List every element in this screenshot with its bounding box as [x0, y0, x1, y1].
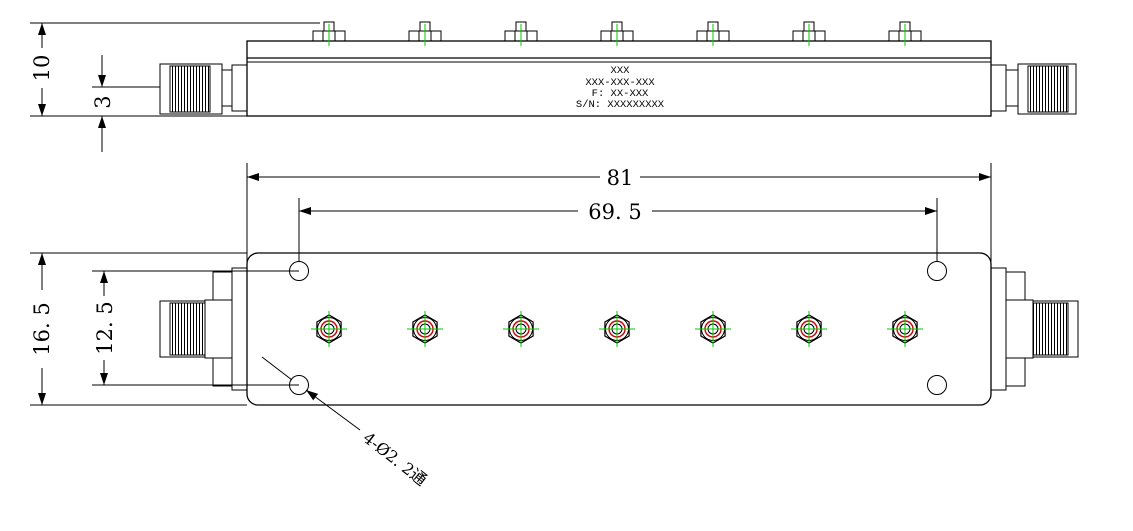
hole-callout-text: 4-Ø2. 2通: [360, 428, 431, 489]
tuning-screw-hex-nut: [311, 311, 347, 347]
label-line-4: S/N: XXXXXXXXX: [576, 99, 665, 111]
label-line-3: F: XX-XXX: [592, 88, 649, 100]
dimension-overall-width-text: 16. 5: [30, 302, 54, 355]
side-tuning-screw: [312, 21, 346, 46]
right-connector-top: [990, 267, 1079, 391]
side-tuning-screws: [312, 21, 922, 46]
dimension-connector-offset: 3: [91, 55, 160, 152]
tuning-screw-hex-nut: [503, 311, 539, 347]
dimension-connector-offset-text: 3: [91, 95, 115, 108]
top-view: 81 69. 5: [30, 163, 1079, 489]
dimension-hole-length-text: 69. 5: [588, 200, 641, 224]
label-line-2: XXX-XXX-XXX: [585, 77, 655, 89]
hole-callout: 4-Ø2. 2通: [261, 356, 431, 489]
side-view: XXX XXX-XXX-XXX F: XX-XXX S/N: XXXXXXXXX…: [30, 21, 1077, 152]
dimension-hole-width-text: 12. 5: [93, 301, 117, 354]
tuning-screw-hex-nut: [599, 311, 635, 347]
dimension-height-text: 10: [30, 55, 54, 82]
dimension-hole-length: 69. 5: [299, 200, 937, 224]
mounting-hole-bottom-right: [927, 375, 947, 395]
tuning-screw-hex-nut: [887, 311, 923, 347]
side-tuning-screw: [792, 21, 826, 46]
dimension-overall-length-text: 81: [607, 166, 634, 190]
side-tuning-screw: [504, 21, 538, 46]
dimension-overall-length: 81: [247, 166, 991, 190]
top-tuning-screws: [311, 311, 923, 347]
mounting-hole-top-right: [927, 261, 947, 281]
dimension-overall-width: 16. 5: [30, 252, 247, 406]
tuning-screw-hex-nut: [695, 311, 731, 347]
side-tuning-screw: [600, 21, 634, 46]
left-connector-top: [159, 267, 248, 391]
tuning-screw-hex-nut: [407, 311, 443, 347]
dimension-hole-width: 12. 5: [92, 270, 299, 386]
tuning-screw-hex-nut: [791, 311, 827, 347]
left-connector-side: [159, 63, 248, 115]
side-tuning-screw: [696, 21, 730, 46]
side-tuning-screw: [888, 21, 922, 46]
right-connector-side: [990, 63, 1077, 115]
label-line-1: XXX: [611, 65, 631, 77]
side-tuning-screw: [408, 21, 442, 46]
